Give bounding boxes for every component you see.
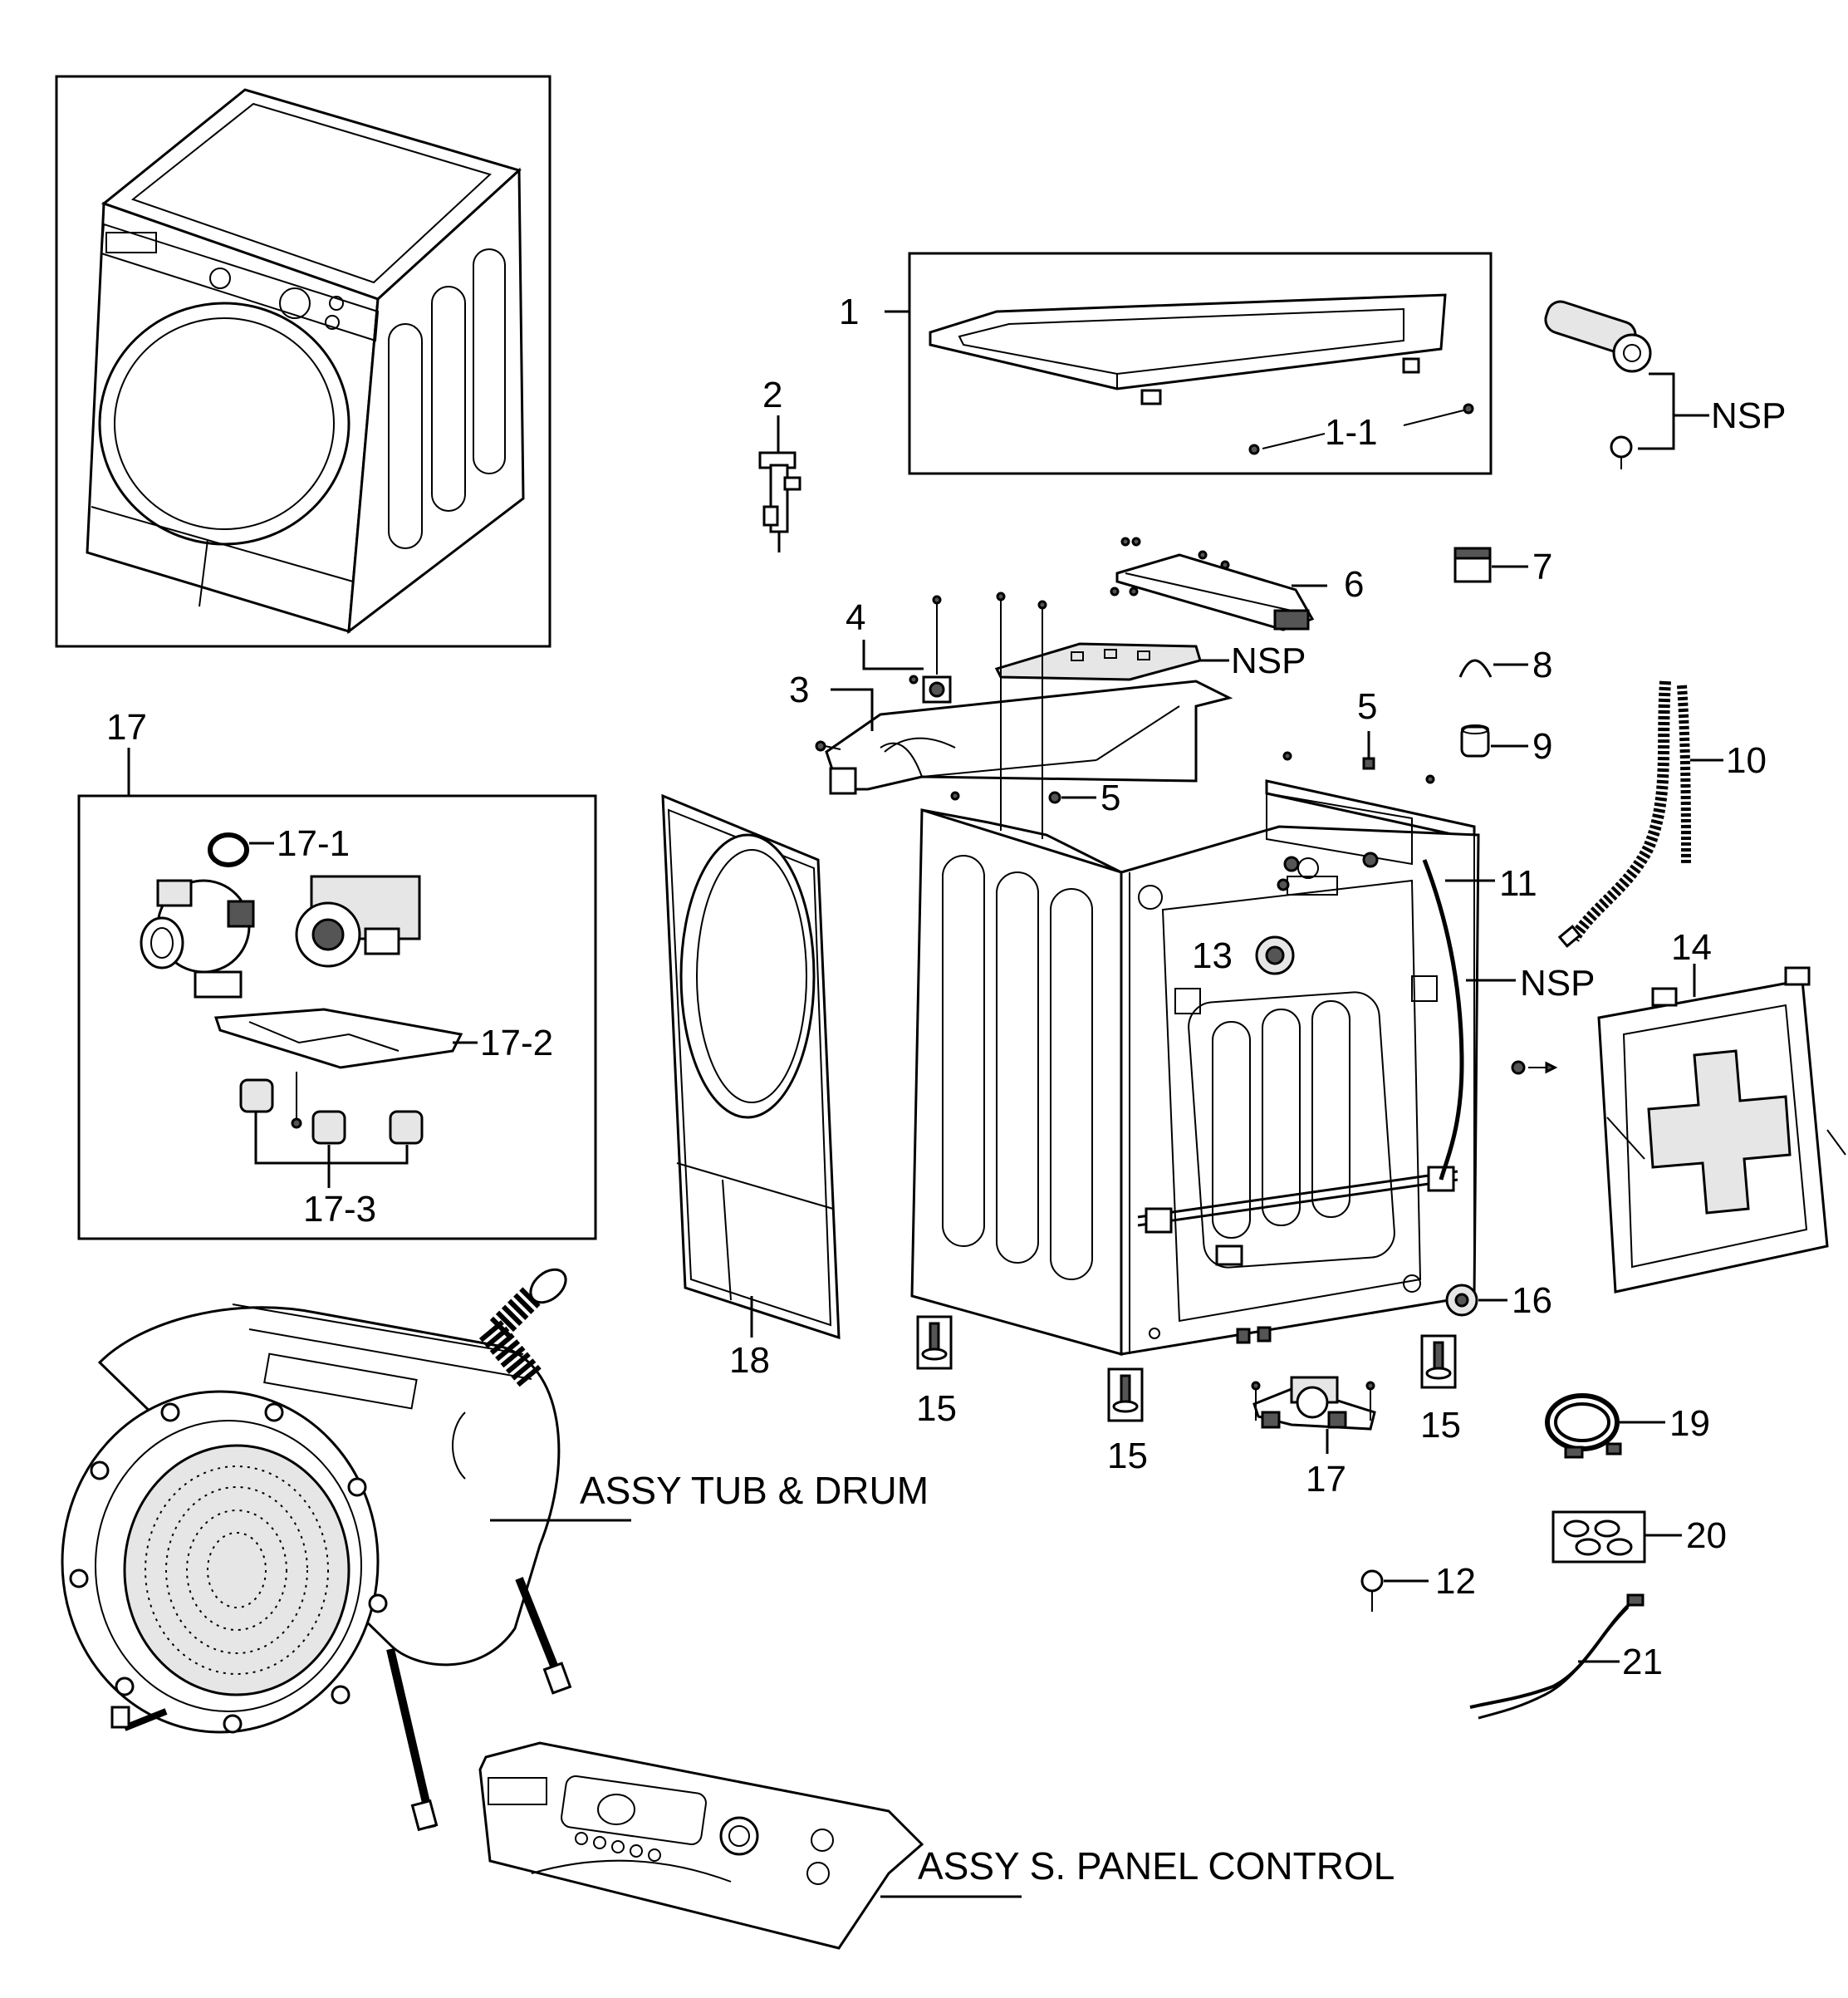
filter-part-7 xyxy=(1453,547,1528,583)
screw-part-5-lower xyxy=(1048,791,1096,804)
wire-harness-part-11 xyxy=(1422,859,1558,1181)
label-15-right: 15 xyxy=(1420,1405,1461,1446)
pump-detail-inset-17 xyxy=(77,748,597,1240)
label-11: 11 xyxy=(1499,863,1537,904)
label-6: 6 xyxy=(1344,564,1364,605)
label-17-2: 17-2 xyxy=(480,1023,553,1063)
front-panel-part-18 xyxy=(661,793,841,1340)
label-21: 21 xyxy=(1622,1642,1663,1682)
screw-part-5-upper xyxy=(1362,731,1375,770)
label-8: 8 xyxy=(1532,645,1552,685)
label-5-lower: 5 xyxy=(1100,778,1120,818)
dispenser-part-3 xyxy=(815,680,1233,795)
label-3: 3 xyxy=(789,670,809,710)
label-nsp-harness: NSP xyxy=(1520,963,1595,1004)
label-19: 19 xyxy=(1669,1403,1710,1444)
label-16: 16 xyxy=(1512,1280,1552,1321)
pump-part-13 xyxy=(1255,935,1295,975)
label-15-center: 15 xyxy=(1107,1436,1148,1476)
wire-part-21 xyxy=(1469,1593,1645,1720)
sensor-part-12 xyxy=(1360,1569,1429,1612)
cabinet-frame xyxy=(910,779,1480,1356)
hose-part-19 xyxy=(1545,1393,1665,1459)
valve-part-4 xyxy=(862,595,952,704)
foot-part-15-center xyxy=(1107,1367,1144,1422)
label-1-1: 1-1 xyxy=(1325,412,1378,453)
foot-part-15-right xyxy=(1420,1334,1457,1389)
tub-and-drum-assembly xyxy=(61,1268,631,1832)
label-nsp-pcb: NSP xyxy=(1231,641,1306,681)
label-17-3: 17-3 xyxy=(303,1189,376,1230)
label-2: 2 xyxy=(762,375,782,415)
control-panel-assembly xyxy=(478,1741,1022,1950)
drum-perforation xyxy=(145,1465,329,1675)
bracket-part-6 xyxy=(1110,537,1327,631)
label-1: 1 xyxy=(839,292,859,332)
caps-part-20 xyxy=(1551,1510,1682,1564)
label-14: 14 xyxy=(1671,927,1712,968)
label-4: 4 xyxy=(846,597,865,638)
label-5-upper: 5 xyxy=(1357,686,1377,727)
clamp-part-8 xyxy=(1458,659,1528,678)
label-17-box: 17 xyxy=(106,707,147,748)
heater-element-nsp xyxy=(1544,300,1709,469)
label-13: 13 xyxy=(1192,935,1233,976)
washer-overview-inset xyxy=(55,75,551,648)
label-assy-tub-drum: ASSY TUB & DRUM xyxy=(580,1469,929,1512)
cap-part-9 xyxy=(1460,724,1528,758)
label-17-1: 17-1 xyxy=(277,823,350,864)
label-10: 10 xyxy=(1726,740,1767,781)
door-switch-part-2 xyxy=(758,415,801,552)
foot-part-15-left xyxy=(916,1315,953,1370)
pcb-nsp xyxy=(994,642,1229,681)
label-7: 7 xyxy=(1532,547,1552,587)
drain-hose-part-10 xyxy=(1557,680,1723,948)
label-12: 12 xyxy=(1435,1561,1476,1602)
label-18: 18 xyxy=(729,1340,770,1381)
label-20: 20 xyxy=(1686,1515,1727,1556)
label-nsp-heater: NSP xyxy=(1711,395,1786,436)
label-17-main: 17 xyxy=(1306,1459,1346,1500)
top-cover-part-1 xyxy=(885,252,1493,475)
drain-pump-part-17 xyxy=(1251,1376,1376,1454)
label-9: 9 xyxy=(1532,726,1552,767)
label-assy-panel-control: ASSY S. PANEL CONTROL xyxy=(918,1844,1395,1888)
back-cover-part-14 xyxy=(1597,964,1846,1294)
label-15-left: 15 xyxy=(916,1388,957,1429)
screws-top-cabinet xyxy=(909,592,1435,839)
bumper-part-16 xyxy=(1445,1284,1507,1317)
